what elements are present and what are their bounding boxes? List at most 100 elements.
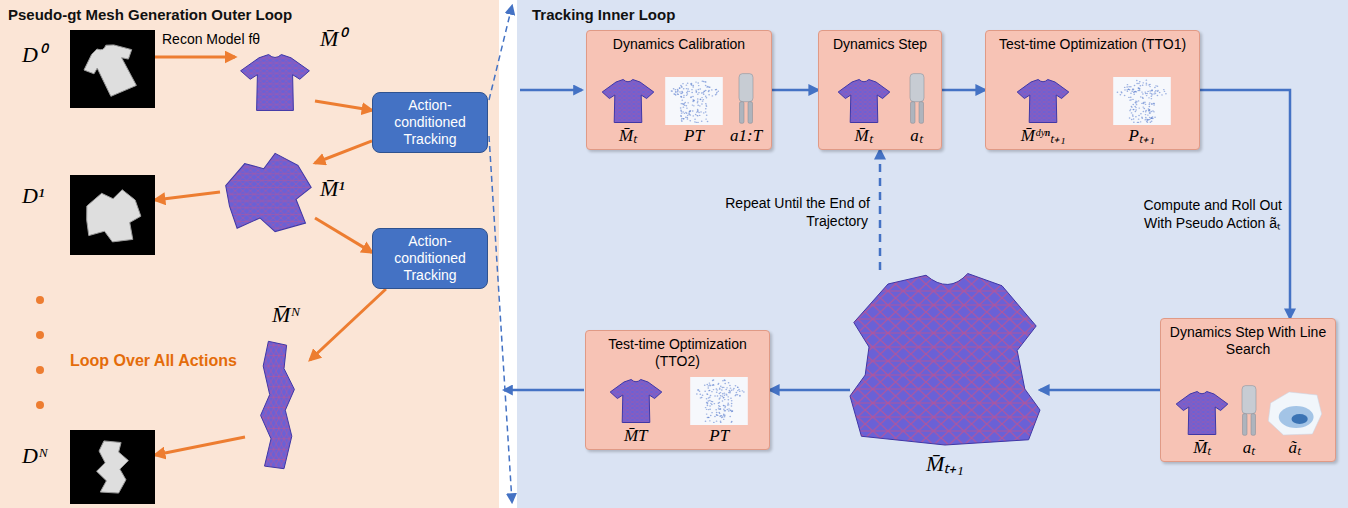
point — [706, 86, 708, 87]
point — [682, 92, 684, 93]
symbol-label: M̄ₜ — [1193, 438, 1211, 458]
point — [1134, 106, 1136, 107]
point — [716, 420, 718, 421]
symbol-label: M̄ᵈʸⁿₜ₊₁ — [1021, 126, 1066, 146]
gripper-finger — [1251, 414, 1256, 436]
point — [1151, 116, 1153, 117]
point — [1149, 112, 1151, 113]
point — [687, 88, 689, 89]
box-item: M̄ₜ — [598, 76, 658, 146]
mesh-surface — [1177, 392, 1229, 435]
point — [1132, 118, 1134, 119]
point — [677, 94, 679, 95]
pc-icon — [1112, 76, 1172, 126]
point — [1146, 119, 1148, 120]
point — [714, 416, 716, 417]
point — [704, 81, 706, 82]
point — [721, 389, 723, 390]
point — [739, 395, 741, 396]
point — [1142, 97, 1144, 98]
point — [701, 103, 703, 104]
grip-icon — [907, 72, 927, 126]
point — [716, 93, 718, 94]
point — [699, 115, 701, 116]
point — [725, 410, 727, 411]
point — [686, 105, 688, 106]
point — [673, 88, 675, 89]
point — [692, 85, 694, 86]
point — [686, 107, 688, 108]
point — [731, 422, 733, 423]
process-label: Action-conditioned Tracking — [379, 97, 481, 148]
point — [1148, 110, 1150, 111]
point — [690, 97, 692, 98]
point — [1142, 85, 1144, 86]
point — [679, 87, 681, 88]
point — [701, 92, 703, 93]
point — [737, 394, 739, 395]
point — [1148, 110, 1150, 111]
point — [1153, 103, 1155, 104]
point — [1116, 91, 1118, 92]
point — [705, 118, 707, 119]
mesh-node: M̄⁰ — [235, 50, 315, 115]
point — [1130, 97, 1132, 98]
ellipsis-dot — [36, 366, 44, 374]
point — [719, 397, 721, 398]
point — [1144, 104, 1146, 105]
point — [1135, 100, 1137, 101]
point — [698, 85, 700, 86]
point — [1149, 90, 1151, 91]
point — [743, 391, 745, 392]
point — [1140, 113, 1142, 114]
point — [706, 393, 708, 394]
mesh-surface — [850, 274, 1040, 446]
garment-silhouette — [78, 37, 148, 101]
point — [729, 392, 731, 393]
point — [720, 392, 722, 393]
point — [1151, 121, 1153, 122]
mesh-node: M̄¹ — [220, 150, 315, 235]
point — [671, 90, 673, 91]
point — [1140, 96, 1142, 97]
mesh-surface — [261, 341, 295, 468]
point — [699, 105, 701, 106]
point — [725, 383, 727, 384]
depth-image-ground — [70, 175, 155, 255]
point — [1137, 87, 1139, 88]
point — [1163, 91, 1165, 92]
box-title-row: Dynamics Calibration — [595, 36, 763, 53]
point — [1133, 109, 1135, 110]
point — [1153, 111, 1155, 112]
point — [1148, 97, 1150, 98]
point — [688, 113, 690, 114]
point — [730, 410, 732, 411]
point — [682, 103, 684, 104]
point — [707, 405, 709, 406]
point — [706, 97, 708, 98]
point — [1141, 118, 1143, 119]
point — [1154, 87, 1156, 88]
point — [1157, 90, 1159, 91]
point — [711, 391, 713, 392]
point — [699, 88, 701, 89]
point — [1130, 112, 1132, 113]
point — [716, 409, 718, 410]
point — [705, 90, 707, 91]
point — [719, 413, 721, 414]
point — [681, 99, 683, 100]
point — [710, 415, 712, 416]
point — [1145, 118, 1147, 119]
process-label: Action-conditioned Tracking — [379, 233, 481, 284]
point — [1149, 122, 1151, 123]
point — [722, 387, 724, 388]
symbol-label: Pₜ₊₁ — [1129, 126, 1155, 146]
gripper-body — [739, 74, 753, 102]
point — [1149, 119, 1151, 120]
point — [690, 84, 692, 85]
point — [730, 416, 732, 417]
point — [724, 380, 726, 381]
point — [700, 99, 702, 100]
point — [1150, 98, 1152, 99]
depth-image-node: Dᴺ — [70, 430, 155, 504]
